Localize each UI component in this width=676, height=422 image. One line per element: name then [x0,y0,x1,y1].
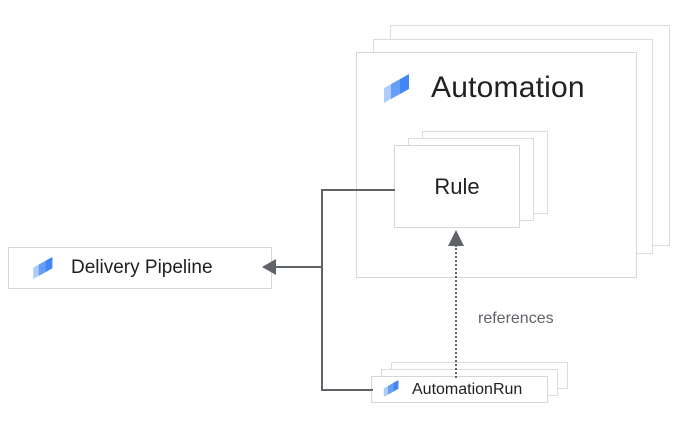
cloud-deploy-icon [31,253,57,284]
cloud-deploy-icon [381,69,415,108]
arrowhead-to-delivery-pipeline [262,259,276,275]
automation-run-card-front[interactable]: AutomationRun [371,376,548,403]
rule-card-front[interactable]: Rule [394,145,520,228]
connector-rule-to-bus [321,189,395,191]
connector-references-dotted [455,245,457,378]
connector-vertical-bus [321,189,323,391]
automation-run-text: AutomationRun [412,380,523,398]
edge-label-references: references [478,310,554,327]
connector-bus-to-delivery-pipeline [274,266,322,268]
delivery-pipeline-node[interactable]: Delivery Pipeline [8,247,272,289]
rule-label: Rule [434,173,480,199]
automation-run-label: AutomationRun [412,381,522,399]
automation-header: Automation [381,66,585,110]
delivery-pipeline-label: Delivery Pipeline [71,257,213,278]
automation-title: Automation [431,71,585,104]
cloud-deploy-icon [382,377,402,402]
connector-automationrun-to-bus [321,389,373,391]
arrowhead-references-to-rule [448,230,464,246]
spellcheck-underline [412,399,522,403]
